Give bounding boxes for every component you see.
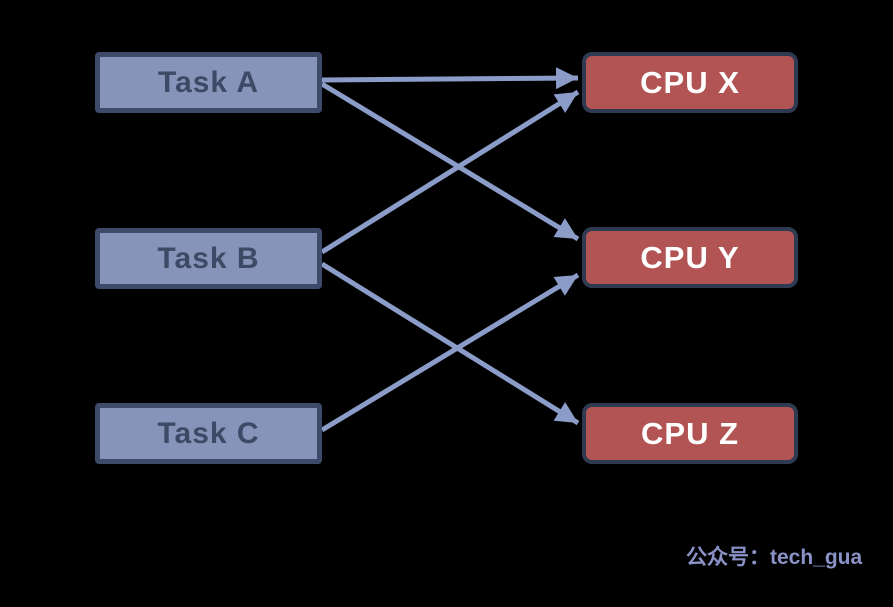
node-cpu-y: CPU Y — [582, 227, 798, 288]
arrow-task-b-to-cpu-z — [320, 261, 580, 426]
watermark-text: 公众号：tech_gua — [686, 546, 863, 569]
node-cpu-y-label: CPU Y — [640, 239, 740, 275]
node-cpu-x: CPU X — [582, 52, 798, 113]
node-task-b-label: Task B — [157, 241, 260, 275]
node-cpu-z: CPU Z — [582, 403, 798, 464]
arrow-task-c-to-cpu-y — [320, 272, 580, 433]
node-cpu-z-label: CPU Z — [641, 415, 739, 451]
node-task-c: Task C — [95, 403, 322, 464]
node-task-c-label: Task C — [157, 416, 260, 450]
arrow-task-b-to-cpu-x — [320, 89, 580, 255]
node-cpu-x-label: CPU X — [640, 64, 740, 100]
arrow-task-a-to-cpu-y — [320, 81, 580, 242]
node-task-b: Task B — [95, 228, 322, 289]
arrow-task-a-to-cpu-x — [321, 67, 579, 90]
node-task-a: Task A — [95, 52, 322, 113]
node-task-a-label: Task A — [157, 65, 260, 99]
